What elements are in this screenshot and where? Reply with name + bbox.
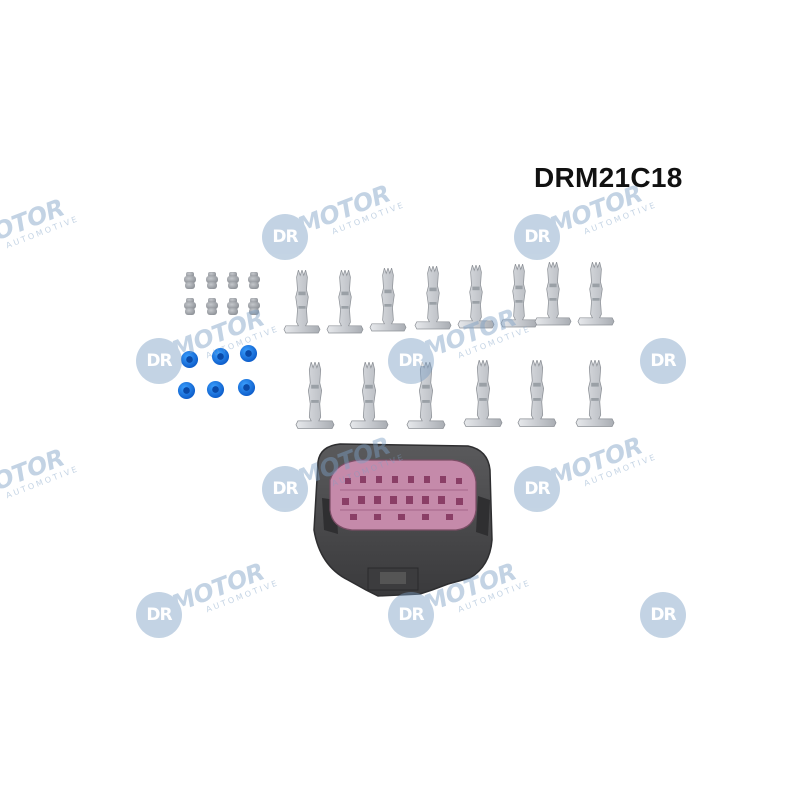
watermark-badge: DR (640, 338, 686, 384)
watermark-badge: DR (388, 338, 434, 384)
product-code: DRM21C18 (534, 162, 683, 193)
watermark-badge: DR (514, 466, 560, 512)
terminals-top-row (283, 262, 615, 334)
watermark-badge: DR (262, 466, 308, 512)
watermark-badge: DR (136, 592, 182, 638)
watermark-badge: DR (514, 214, 560, 260)
connector-housing (313, 443, 493, 597)
watermark-badge: DR (388, 592, 434, 638)
watermark-badge: DR (262, 214, 308, 260)
watermark-badge: DR (136, 338, 182, 384)
terminals-bottom-row (295, 360, 615, 430)
watermark-badge: DR (640, 592, 686, 638)
